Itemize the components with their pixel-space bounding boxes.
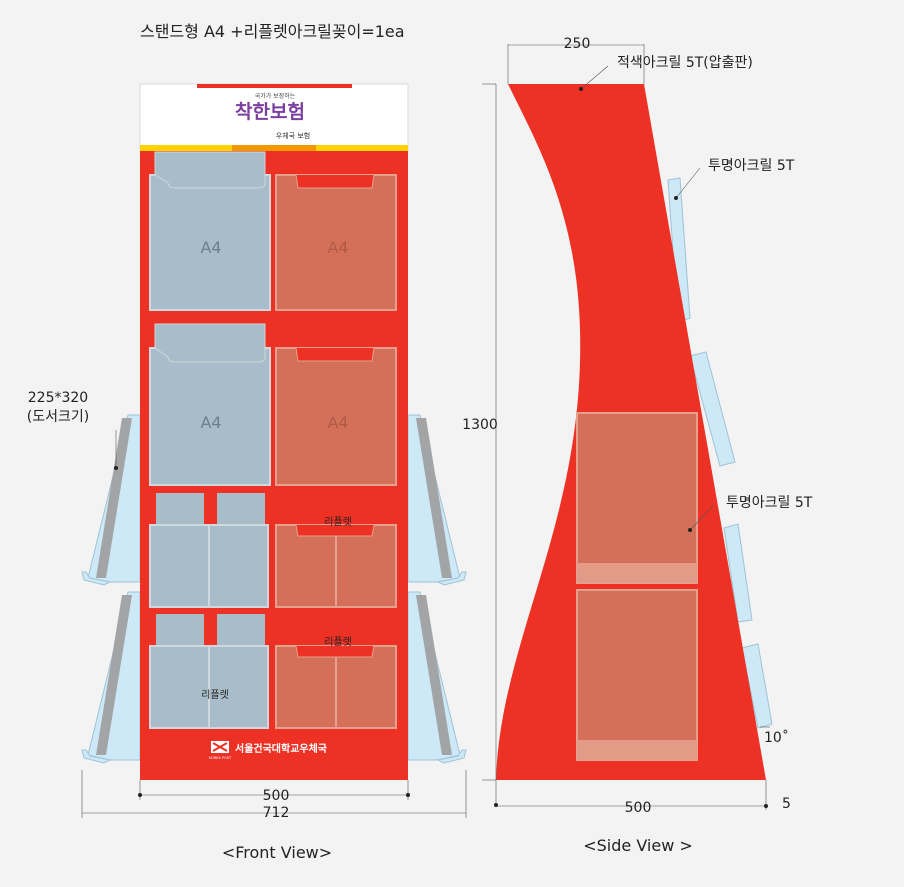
side-top-width-label: 250 — [564, 36, 591, 52]
svg-text:A4: A4 — [200, 238, 221, 257]
a4-pocket-orange-2: A4 — [275, 347, 397, 486]
footer-text: 서울건국대학교우체국 — [235, 742, 327, 755]
leaflet-pocket-blue-2: 리플렛 — [149, 614, 269, 729]
a4-pocket-blue-2: A4 — [149, 323, 271, 486]
banner-small-text: 국가가 보장하는 — [255, 92, 296, 100]
a4-pocket-blue-1: A4 — [149, 151, 271, 311]
clear-acrylic-label-1: 투명아크릴 5T — [708, 158, 795, 174]
side-dimensions — [482, 44, 770, 810]
side-height-label: 1300 — [462, 417, 498, 433]
side-angle-label: 10˚ — [764, 729, 789, 746]
front-dimensions — [81, 430, 467, 818]
svg-text:A4: A4 — [327, 238, 348, 257]
side-base-width-label: 500 — [625, 800, 652, 816]
svg-text:리플렛: 리플렛 — [324, 636, 352, 648]
side-view-label: <Side View > — [583, 836, 693, 855]
front-banner: 국가가 보장하는 착한보험 우체국 보험 — [139, 83, 409, 151]
svg-text:KOREA POST: KOREA POST — [209, 756, 232, 760]
leaflet-pocket-orange-2: 리플렛 — [275, 636, 397, 729]
svg-text:A4: A4 — [327, 413, 348, 432]
side-base-height-label: 5 — [782, 796, 791, 812]
book-size-label: 225*320 — [28, 390, 88, 406]
leaflet-pocket-orange-1: 리플렛 — [275, 516, 397, 608]
banner-big-text: 착한보험 — [235, 101, 305, 123]
front-total-width-label: 712 — [263, 805, 290, 821]
svg-text:리플렛: 리플렛 — [324, 516, 352, 528]
book-size-sub: (도서크기) — [27, 409, 89, 425]
clear-acrylic-label-2: 투명아크릴 5T — [726, 495, 813, 511]
side-clear-pockets — [576, 412, 698, 761]
leaflet-pocket-blue-1 — [149, 493, 269, 608]
front-view-label: <Front View> — [222, 843, 332, 862]
right-side-racks — [407, 414, 467, 764]
front-footer: KOREA POST 서울건국대학교우체국 — [209, 741, 327, 760]
svg-text:리플렛: 리플렛 — [201, 689, 229, 701]
svg-text:A4: A4 — [200, 413, 221, 432]
red-acrylic-label: 적색아크릴 5T(압출판) — [617, 55, 753, 71]
banner-sub-text: 우체국 보험 — [276, 132, 310, 140]
left-side-racks — [81, 414, 141, 764]
drawing-title: 스탠드형 A4 +리플렛아크릴꽂이=1ea — [140, 22, 405, 41]
a4-pocket-orange-1: A4 — [275, 174, 397, 311]
front-width-label: 500 — [263, 788, 290, 804]
